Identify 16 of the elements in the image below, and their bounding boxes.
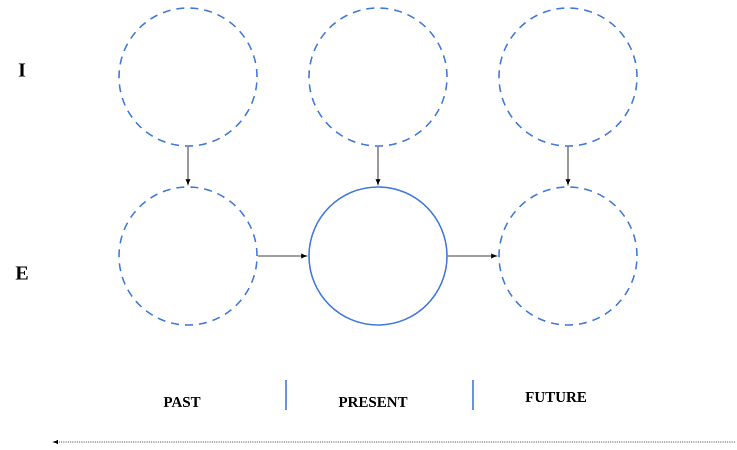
circle bbox=[498, 7, 638, 147]
time-label: FUTURE bbox=[525, 392, 586, 402]
circle bbox=[308, 7, 448, 147]
circle bbox=[498, 186, 638, 326]
time-label: PAST bbox=[164, 396, 200, 408]
circle bbox=[118, 186, 258, 326]
arrow bbox=[447, 254, 497, 258]
row-label: E bbox=[16, 266, 28, 280]
row-label: I bbox=[18, 63, 26, 77]
time-label: PRESENT bbox=[338, 396, 408, 408]
arrow bbox=[566, 146, 570, 185]
arrow bbox=[186, 146, 190, 185]
circle bbox=[308, 186, 448, 326]
arrow bbox=[376, 146, 380, 185]
circle bbox=[118, 7, 258, 147]
arrow bbox=[257, 254, 307, 258]
